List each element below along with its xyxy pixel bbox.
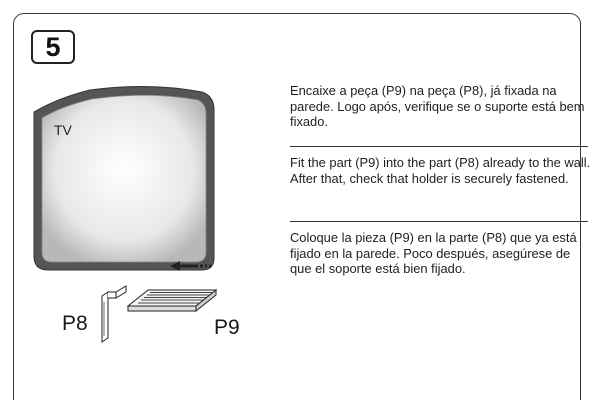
tv-panel-icon	[33, 85, 215, 271]
insert-direction-arrow-icon	[170, 261, 211, 271]
tv-label: TV	[54, 122, 72, 138]
part-p9-label: P9	[214, 316, 240, 339]
instruction-spanish: Coloque la pieza (P9) en la parte (P8) q…	[290, 230, 577, 277]
instruction-english: Fit the part (P9) into the part (P8) alr…	[290, 155, 591, 186]
holder-p9-icon	[126, 288, 218, 313]
divider	[290, 146, 588, 147]
part-p8-label: P8	[62, 312, 88, 335]
instructions-panel: Encaixe a peça (P9) na peça (P8), já fix…	[290, 83, 592, 277]
step-number-badge: 5	[31, 30, 75, 64]
divider	[290, 221, 588, 222]
assembly-illustration	[33, 85, 218, 343]
step-number: 5	[45, 31, 61, 62]
wall-bracket-p8-icon	[101, 285, 127, 343]
page-frame	[13, 13, 581, 400]
instruction-portuguese: Encaixe a peça (P9) na peça (P8), já fix…	[290, 83, 585, 130]
